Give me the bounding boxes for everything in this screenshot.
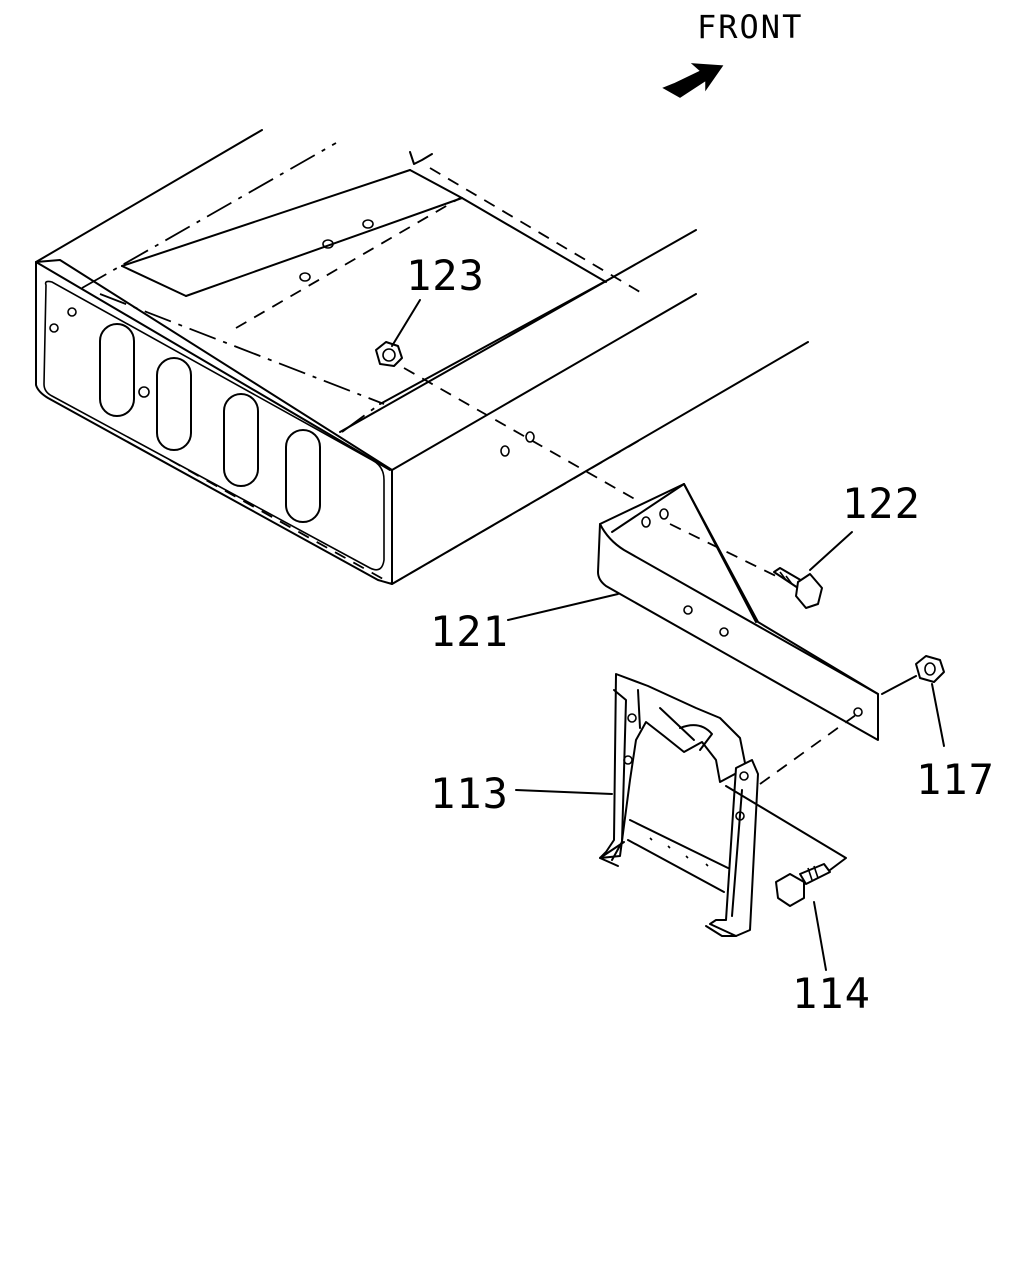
nut-117 [915, 655, 945, 683]
bolt-122 [773, 567, 823, 609]
nut-123 [375, 341, 641, 503]
frame-crossmember [35, 129, 809, 585]
callout-121: 121 [430, 607, 509, 656]
arrow-front-icon [662, 63, 724, 98]
callout-122: 122 [842, 479, 921, 528]
callout-117: 117 [916, 755, 995, 804]
bracket-121 [597, 483, 879, 741]
callout-labels: 123 122 121 117 113 114 [406, 251, 995, 1018]
callout-114: 114 [792, 969, 871, 1018]
front-indicator: FRONT [662, 8, 803, 98]
front-label: FRONT [697, 8, 803, 46]
leader-lines [391, 299, 945, 971]
bolt-114 [725, 785, 847, 907]
support-113 [599, 673, 861, 937]
callout-113: 113 [430, 769, 509, 818]
callout-123: 123 [406, 251, 485, 300]
